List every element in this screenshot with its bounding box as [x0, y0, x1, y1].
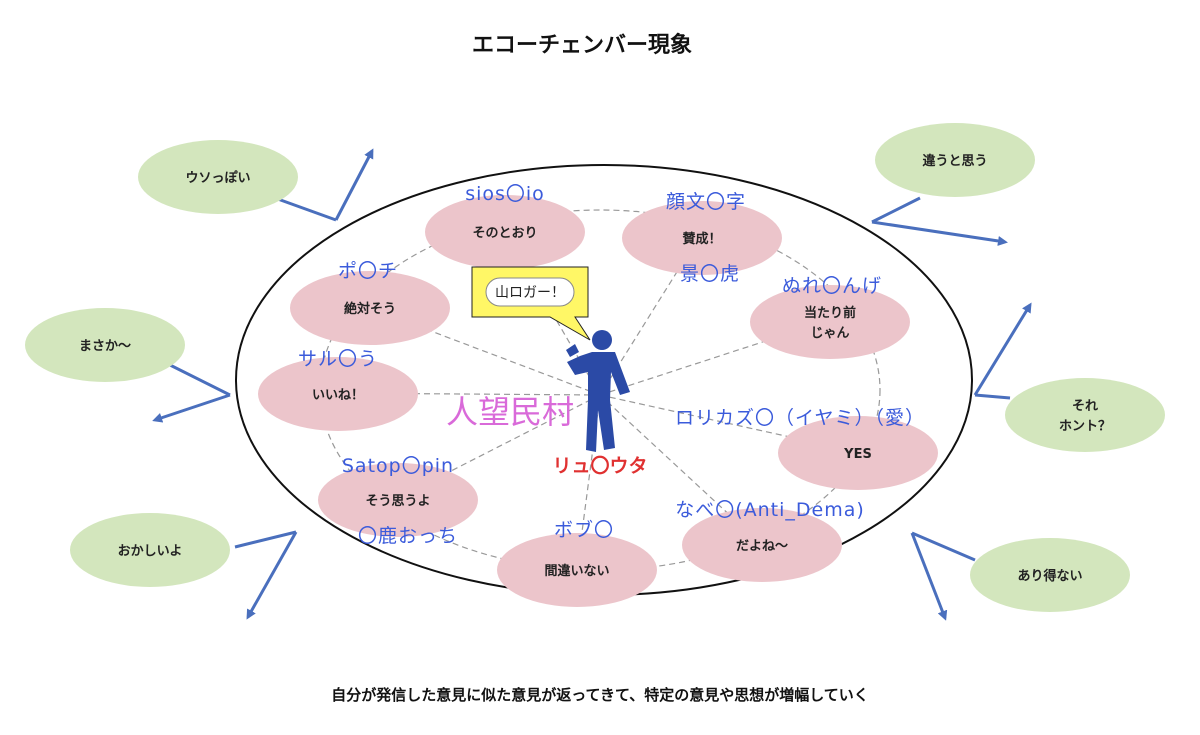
user-label-9: なべ〇(Anti_Dema) [675, 499, 865, 521]
node-pink-6 [778, 416, 938, 490]
user-label-8: ボブ〇 [554, 518, 614, 541]
node-text-3a: 当たり前 [804, 305, 856, 321]
diagram-title: エコーチェンバー現象 [472, 32, 692, 58]
user-label-extra-2: 〇鹿おっち [358, 525, 458, 547]
user-label-2: 顔文〇字 [666, 191, 746, 213]
user-label-5: サル〇う [298, 348, 378, 370]
speech-text: 山ロガー！ [495, 285, 565, 301]
user-label-1: sios〇io [465, 183, 545, 205]
speech-bubble: 山ロガー！ [471, 266, 591, 341]
outer-node-2 [875, 123, 1035, 197]
outer-node-3 [25, 308, 185, 382]
community-label: 人望民村 [446, 393, 574, 431]
outward-arrows [152, 148, 1032, 621]
user-label-4: ポ〇チ [338, 260, 398, 282]
node-pink-2 [622, 201, 782, 275]
user-label-7: Satop〇pin [342, 455, 454, 477]
node-text-1: そのとおり [472, 226, 537, 241]
node-text-4: 絶対そう [343, 301, 396, 317]
outer-node-5 [70, 513, 230, 587]
outer-node-1 [138, 140, 298, 214]
node-text-2: 賛成！ [682, 231, 721, 247]
outer-node-4 [1005, 378, 1165, 452]
node-text-3b: じゃん [810, 326, 849, 341]
node-text-8: 間違いない [544, 563, 609, 579]
user-label-3: ぬれ〇んげ [782, 275, 882, 297]
outer-text-4a: それ [1072, 399, 1098, 414]
user-label-6: ロリカズ〇（イヤミ）（愛） [675, 407, 925, 429]
outer-nodes: ウソっぽい 違うと思う まさか〜 それ ホント？ おかしいよ あり得ない [25, 123, 1165, 612]
inner-nodes: そのとおり 賛成！ 当たり前 じゃん 絶対そう いいね！ YES そう思うよ 間… [258, 195, 938, 607]
node-pink-9 [682, 508, 842, 582]
usernames: sios〇io 顔文〇字 景〇虎 ぬれ〇んげ ポ〇チ サル〇う ロリカズ〇（イヤ… [298, 183, 925, 547]
user-label-extra-1: 景〇虎 [680, 263, 740, 285]
diagram-caption: 自分が発信した意見に似た意見が返ってきて、特定の意見や思想が増幅していく [331, 686, 869, 704]
outer-node-6 [970, 538, 1130, 612]
node-text-9: だよね〜 [736, 539, 788, 554]
outer-text-4b: ホント？ [1059, 419, 1111, 434]
node-pink-3 [750, 285, 910, 359]
outer-text-2: 違うと思う [922, 153, 987, 169]
person-icon [566, 330, 630, 452]
node-pink-5 [258, 357, 418, 431]
node-pink-8 [497, 533, 657, 607]
self-name: リュ〇ウタ [552, 455, 647, 477]
outer-text-5: おかしいよ [118, 544, 183, 559]
outer-text-1: ウソっぽい [185, 170, 250, 186]
node-text-6: YES [843, 447, 872, 462]
outer-text-3: まさか〜 [79, 339, 131, 354]
node-text-7: そう思うよ [365, 494, 430, 509]
node-pink-4 [290, 271, 450, 345]
node-pink-7 [318, 463, 478, 537]
outer-text-6: あり得ない [1017, 568, 1082, 584]
node-text-5: いいね！ [312, 388, 364, 403]
node-pink-1 [425, 195, 585, 269]
